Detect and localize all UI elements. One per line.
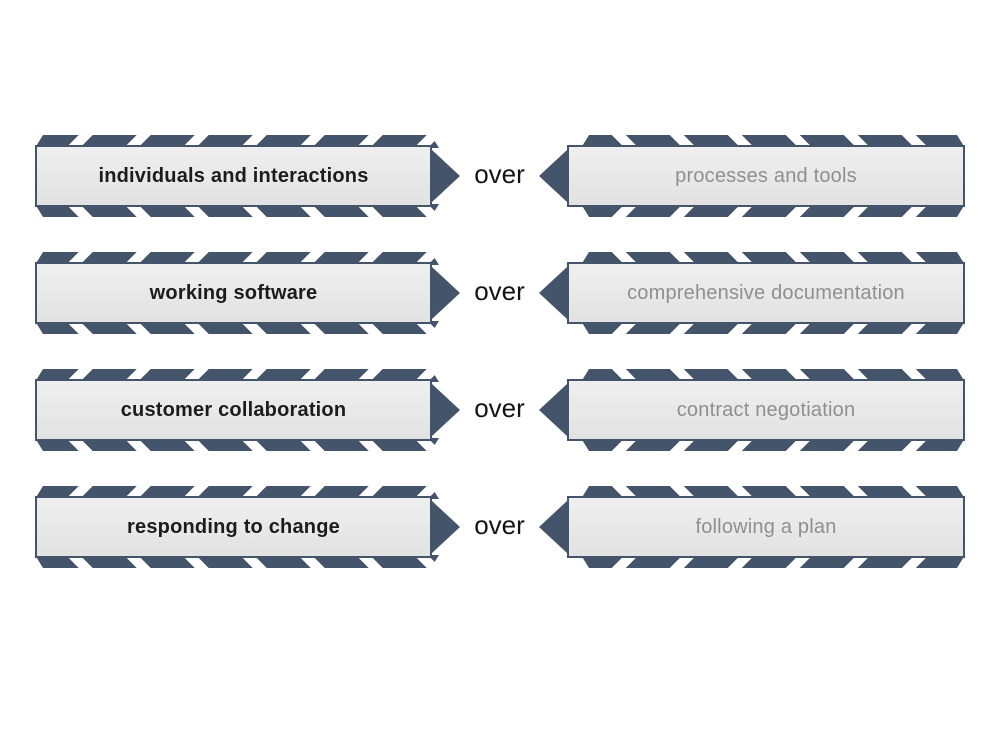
arrow-left-icon (538, 384, 567, 436)
arrow-right-icon (432, 501, 460, 553)
striped-bar-top (581, 486, 965, 499)
arrow-right-icon (432, 267, 460, 319)
primary-value-shape: responding to change (35, 486, 432, 568)
primary-value-label: working software (149, 281, 318, 304)
secondary-value-box: contract negotiation (567, 379, 965, 441)
over-label: over (474, 393, 525, 423)
secondary-value-box: processes and tools (567, 145, 965, 207)
striped-bar-bottom (581, 438, 965, 451)
striped-bar-bottom (581, 204, 965, 217)
striped-bar-bottom (35, 321, 439, 334)
value-row: customer collaboration over contract neg… (35, 369, 965, 451)
secondary-value-box: comprehensive documentation (567, 262, 965, 324)
primary-value-box: responding to change (35, 496, 432, 558)
over-connector: over (432, 252, 567, 334)
striped-bar-bottom (581, 321, 965, 334)
primary-value-box: working software (35, 262, 432, 324)
over-label: over (474, 510, 525, 540)
value-row: individuals and interactions over proces… (35, 135, 965, 217)
over-label: over (474, 276, 525, 306)
striped-bar-top (35, 135, 439, 148)
striped-bar-bottom (35, 204, 439, 217)
arrow-right-icon (432, 384, 460, 436)
value-row: working software over comprehensive docu… (35, 252, 965, 334)
primary-value-box: individuals and interactions (35, 145, 432, 207)
striped-bar-top (581, 135, 965, 148)
secondary-value-shape: comprehensive documentation (567, 252, 965, 334)
primary-value-shape: customer collaboration (35, 369, 432, 451)
over-connector: over (432, 135, 567, 217)
striped-bar-bottom (581, 555, 965, 568)
over-connector: over (432, 369, 567, 451)
agile-values-diagram: individuals and interactions over proces… (35, 135, 965, 568)
over-label: over (474, 159, 525, 189)
primary-value-label: customer collaboration (120, 398, 347, 421)
secondary-value-shape: contract negotiation (567, 369, 965, 451)
secondary-value-label: contract negotiation (676, 398, 856, 421)
primary-value-box: customer collaboration (35, 379, 432, 441)
striped-bar-top (35, 252, 439, 265)
secondary-value-label: following a plan (695, 515, 837, 538)
striped-bar-bottom (35, 438, 439, 451)
secondary-value-label: processes and tools (675, 164, 857, 187)
striped-bar-top (581, 369, 965, 382)
secondary-value-label: comprehensive documentation (627, 281, 905, 304)
arrow-left-icon (538, 267, 567, 319)
striped-bar-top (581, 252, 965, 265)
value-row: responding to change over following a pl… (35, 486, 965, 568)
primary-value-shape: working software (35, 252, 432, 334)
over-connector: over (432, 486, 567, 568)
arrow-right-icon (432, 150, 460, 202)
striped-bar-top (35, 369, 439, 382)
primary-value-label: individuals and interactions (98, 164, 369, 187)
primary-value-label: responding to change (127, 515, 340, 538)
arrow-left-icon (538, 501, 567, 553)
striped-bar-bottom (35, 555, 439, 568)
arrow-left-icon (538, 150, 567, 202)
secondary-value-shape: following a plan (567, 486, 965, 568)
secondary-value-shape: processes and tools (567, 135, 965, 217)
primary-value-shape: individuals and interactions (35, 135, 432, 217)
striped-bar-top (35, 486, 439, 499)
secondary-value-box: following a plan (567, 496, 965, 558)
